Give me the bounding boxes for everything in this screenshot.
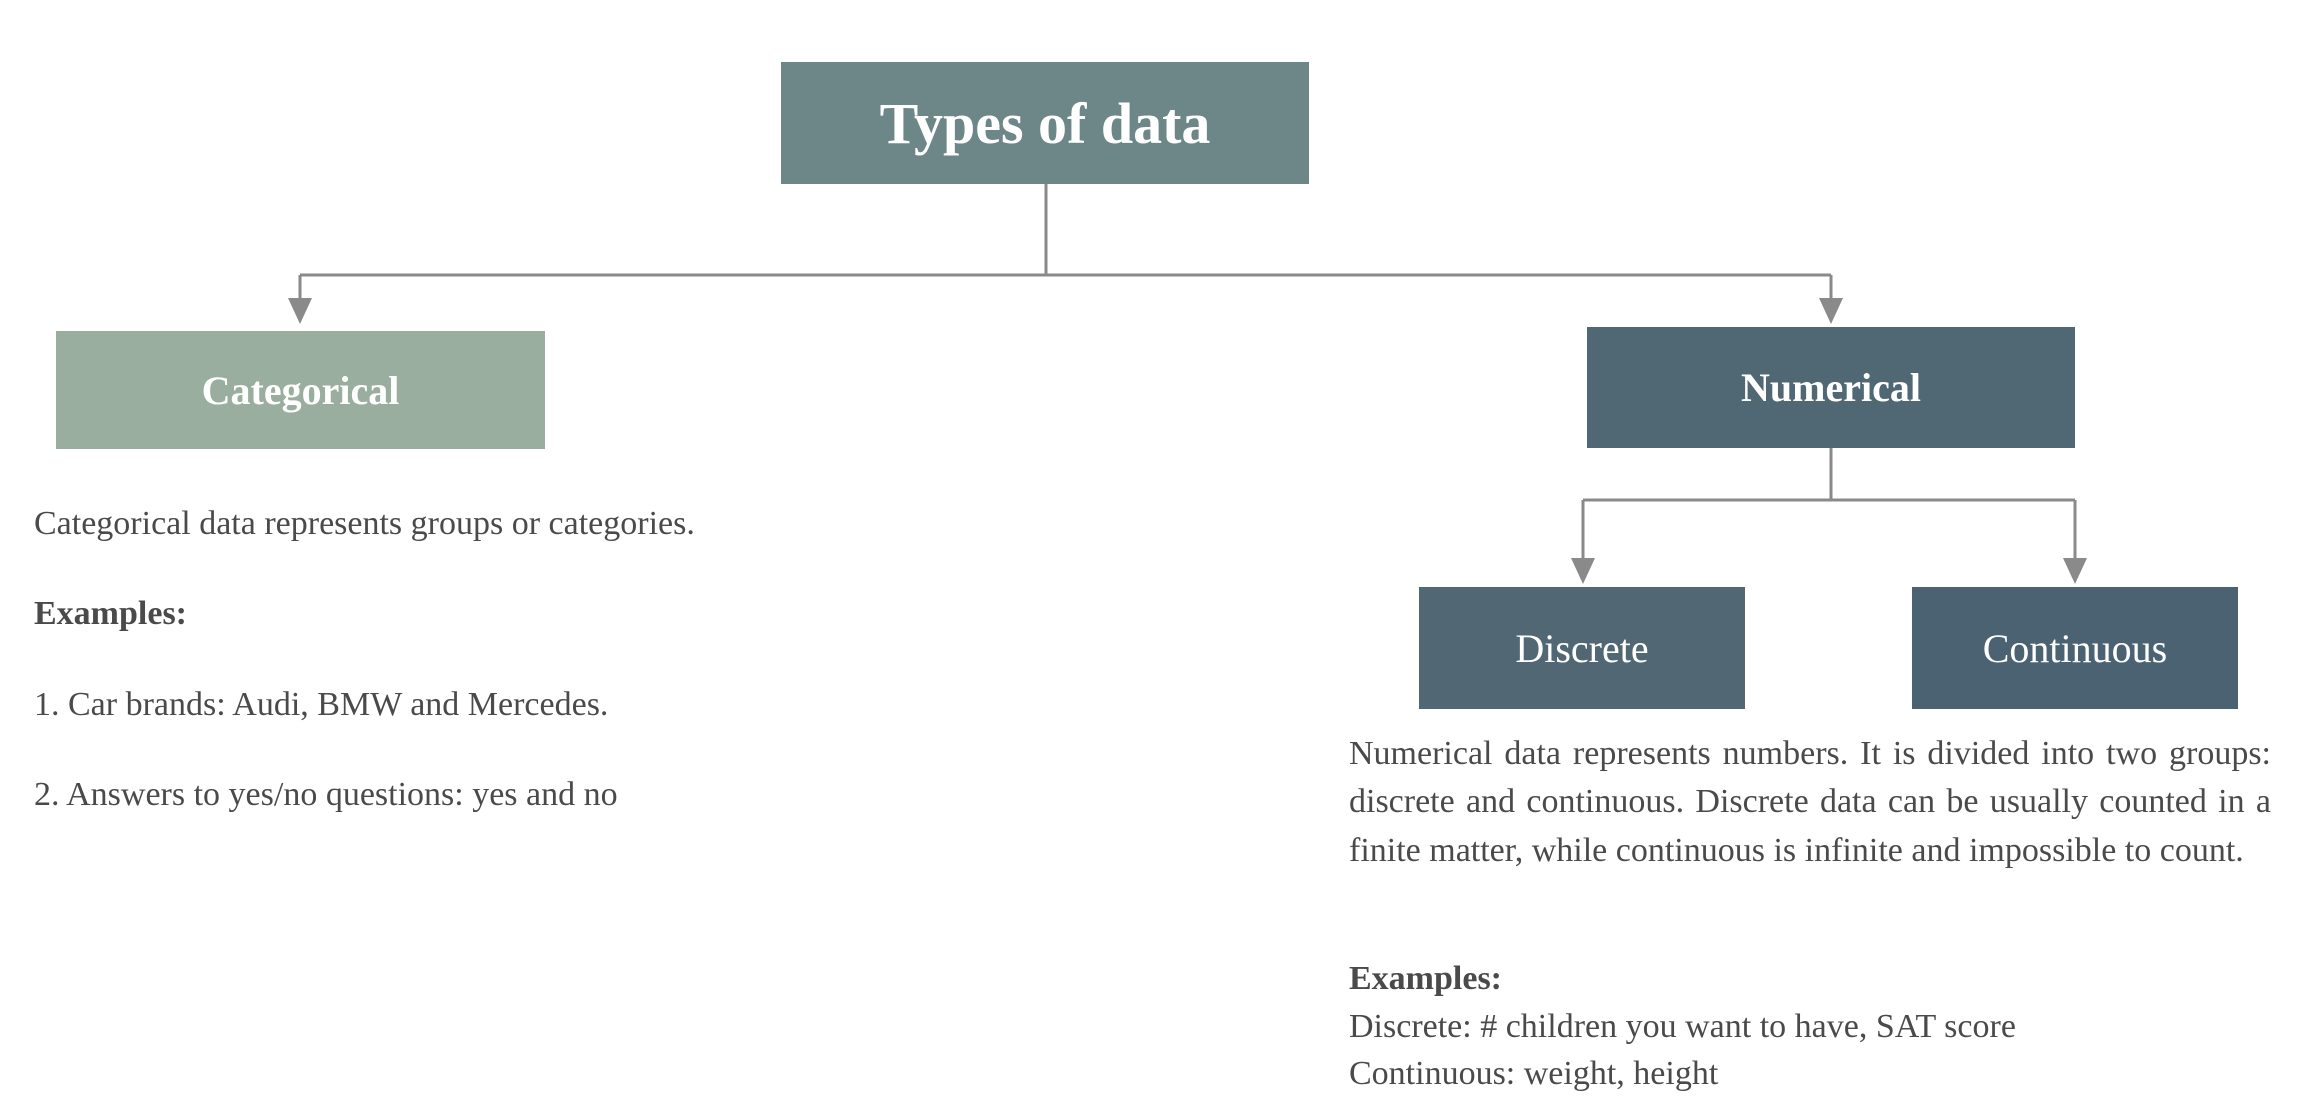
categorical-examples-label: Examples: — [34, 595, 187, 632]
root-node: Types of data — [781, 62, 1309, 184]
categorical-description: Categorical data represents groups or ca… — [34, 505, 695, 542]
categorical-node: Categorical — [56, 331, 545, 449]
continuous-node: Continuous — [1912, 587, 2238, 709]
continuous-arrowhead — [2063, 558, 2087, 584]
numerical-example-continuous: Continuous: weight, height — [1349, 1055, 1719, 1092]
discrete-node: Discrete — [1419, 587, 1745, 709]
root-node-label: Types of data — [879, 90, 1211, 156]
categorical-example-2: 2. Answers to yes/no questions: yes and … — [34, 776, 618, 813]
numerical-example-discrete: Discrete: # children you want to have, S… — [1349, 1008, 2016, 1045]
categorical-node-label: Categorical — [201, 367, 400, 413]
categorical-example-1: 1. Car brands: Audi, BMW and Mercedes. — [34, 686, 609, 723]
continuous-node-label: Continuous — [1982, 625, 2168, 671]
discrete-arrowhead — [1571, 558, 1595, 584]
numerical-node-label: Numerical — [1741, 365, 1921, 410]
numerical-node: Numerical — [1587, 327, 2075, 448]
numerical-examples-label: Examples: — [1349, 960, 1502, 997]
discrete-node-label: Discrete — [1515, 625, 1649, 671]
numerical-arrowhead — [1819, 298, 1843, 324]
numerical-description: Numerical data represents numbers. It is… — [1349, 735, 2271, 869]
categorical-arrowhead — [288, 298, 312, 324]
